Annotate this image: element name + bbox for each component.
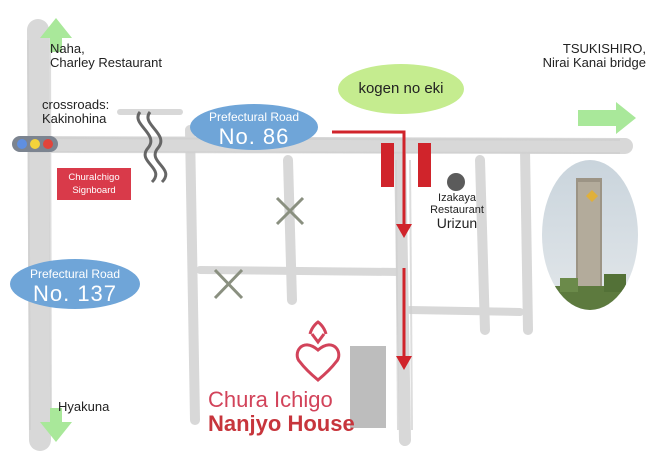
main-road-vertical — [27, 19, 51, 451]
road-137-badge: Prefectural Road No. 137 — [10, 259, 140, 309]
road-86 — [14, 136, 633, 154]
destination-label: Chura Ichigo Nanjyo House — [208, 387, 355, 437]
destination-line2: Nanjyo House — [208, 411, 355, 437]
label-crossroads-line1: crossroads: — [42, 97, 110, 112]
traffic-light-icon — [12, 136, 58, 152]
side-road-1 — [185, 125, 200, 425]
signboard-line2: Signboard — [72, 185, 116, 196]
label-tsukishiro: TSUKISHIRO, Nirai Kanai bridge — [508, 42, 646, 69]
no-entry-x-icon — [275, 196, 305, 226]
cross-road-1 — [196, 266, 404, 276]
road-86-badge: Prefectural Road No. 86 — [190, 104, 318, 150]
label-tsukishiro-line1: TSUKISHIRO, — [562, 41, 646, 56]
destination-building — [350, 346, 386, 428]
label-crossroads-line2: Kakinohina — [42, 110, 107, 126]
churaichigo-signboard: ChuraIchigo Signboard — [57, 168, 131, 200]
kogen-no-eki-badge: kogen no eki — [338, 64, 464, 114]
destination-line1: Chura Ichigo — [208, 387, 333, 412]
side-road-4 — [475, 155, 490, 335]
road-86-caption: Prefectural Road — [208, 110, 300, 124]
cross-road-2 — [406, 306, 524, 316]
label-izakaya-line1: Izakaya — [438, 192, 476, 204]
road-137-caption: Prefectural Road — [29, 267, 121, 281]
label-naha-line2: Charley Restaurant — [50, 54, 162, 70]
arrow-right-tsukishiro — [578, 102, 636, 134]
label-izakaya-line3: Urizun — [436, 215, 478, 232]
road-network — [14, 19, 633, 451]
winding-road-icon — [136, 111, 168, 184]
side-road-2 — [283, 155, 297, 305]
label-izakaya: Izakaya Restaurant Urizun — [412, 192, 502, 232]
label-crossroads: crossroads: Kakinohina — [42, 98, 109, 125]
signboard-line1: ChuraIchigo — [68, 172, 120, 183]
route-arrow — [332, 130, 406, 358]
label-hyakuna: Hyakuna — [58, 399, 110, 414]
road-137-number: No. 137 — [32, 281, 118, 306]
label-tsukishiro-line2: Nirai Kanai bridge — [542, 54, 646, 70]
strawberry-logo-icon — [295, 320, 341, 382]
landmark-marker-left — [381, 143, 394, 187]
landmark-marker-right — [418, 143, 431, 187]
side-road-5 — [520, 145, 533, 335]
no-entry-x-icon — [213, 268, 244, 300]
tower-photo — [542, 160, 638, 310]
arrow-up-naha — [40, 18, 72, 52]
road-86-number: No. 86 — [218, 124, 290, 149]
label-izakaya-line2: Restaurant — [430, 203, 484, 216]
label-naha-line1: Naha, — [50, 41, 85, 56]
izakaya-dot-icon — [447, 173, 465, 191]
arrow-down-hyakuna — [40, 408, 72, 442]
label-naha: Naha, Charley Restaurant — [50, 42, 162, 69]
